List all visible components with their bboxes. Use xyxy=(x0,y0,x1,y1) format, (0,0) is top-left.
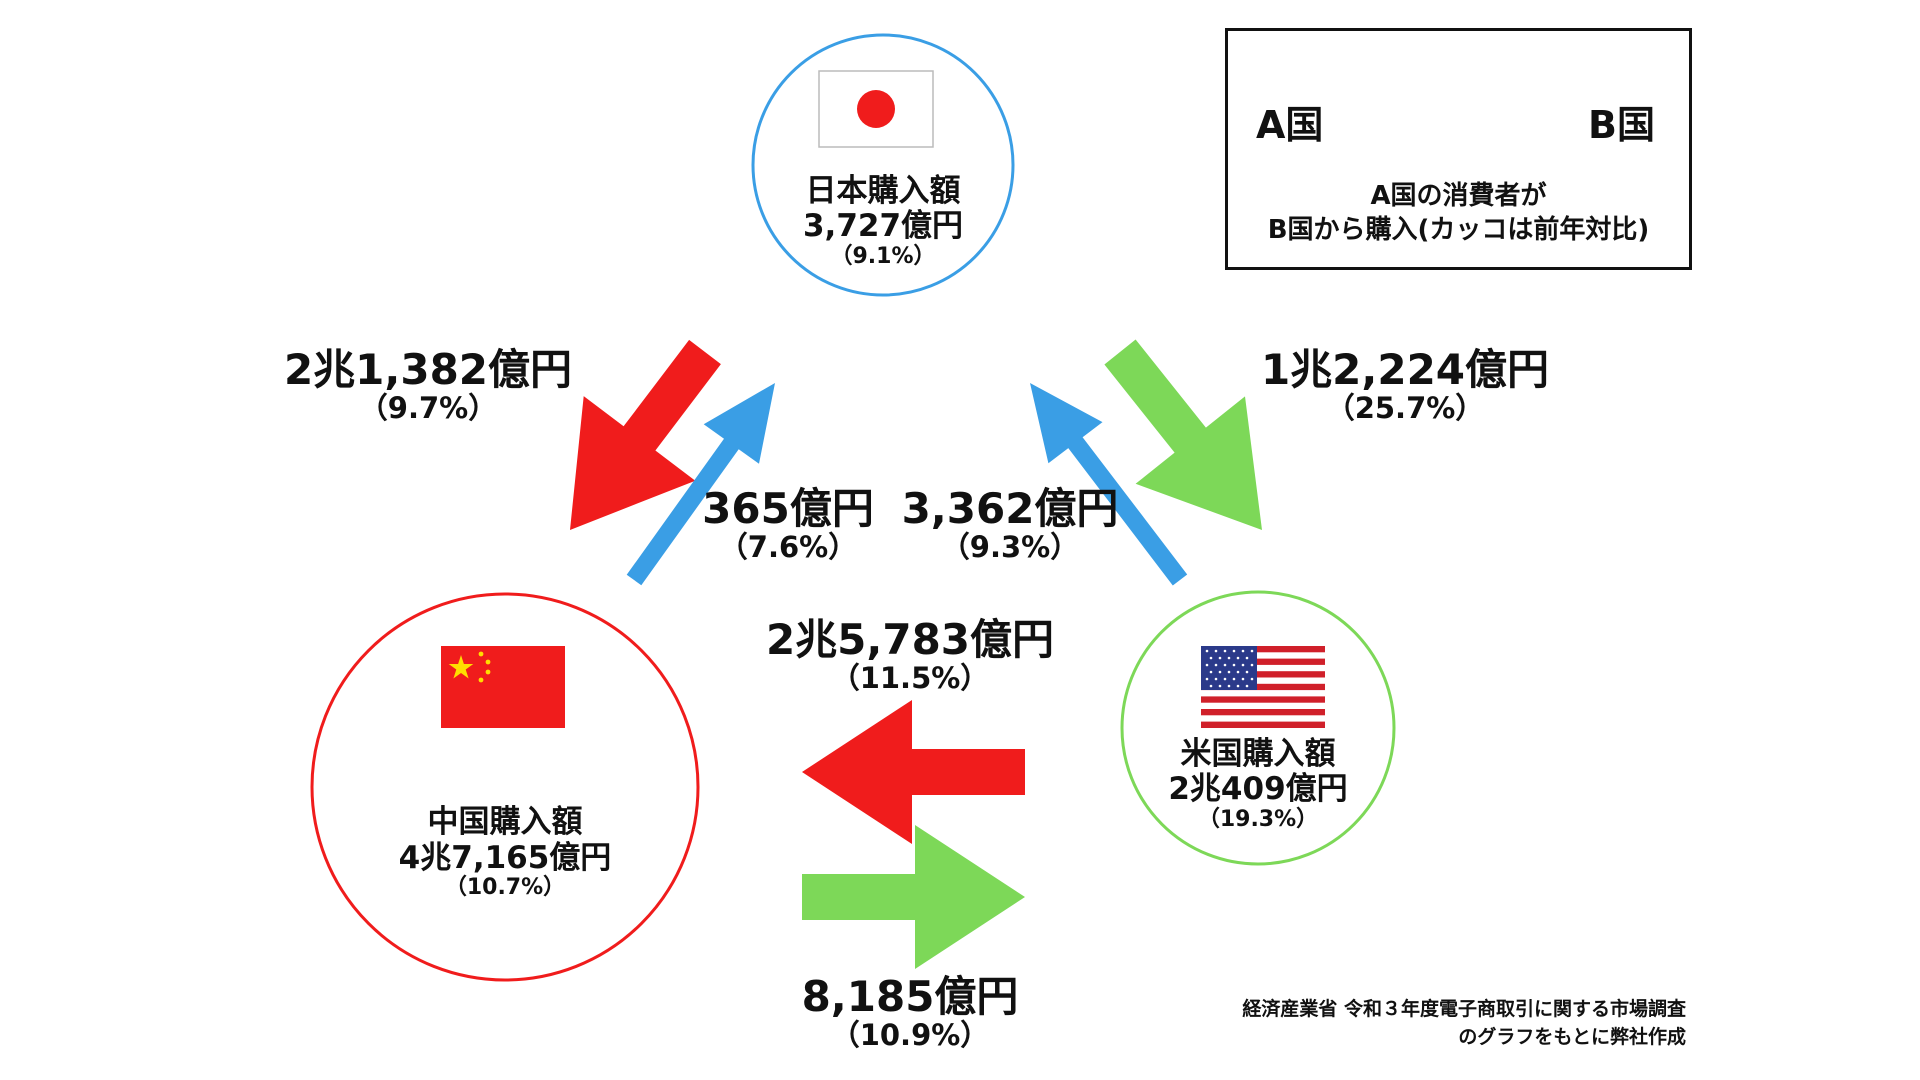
flow-japan-from-china-pct: （7.6%） xyxy=(718,530,858,564)
usa-flag xyxy=(1201,646,1325,728)
japan-label: 日本購入額 xyxy=(805,173,961,209)
flow-japan-from-usa-pct: （9.3%） xyxy=(940,530,1080,564)
source-line2: のグラフをもとに弊社作成 xyxy=(1458,1025,1686,1048)
flow-usa-from-china-amount: 8,185億円 xyxy=(801,972,1019,1021)
flow-japan-from-usa-amount: 3,362億円 xyxy=(901,484,1119,533)
arrow-usa-from-china xyxy=(802,825,1025,969)
usa-amount: 2兆409億円 xyxy=(1168,771,1348,807)
flow-arrows xyxy=(570,339,1262,969)
legend-caption-line1: A国の消費者が xyxy=(1370,181,1547,211)
flow-usa-from-china-pct: （10.9%） xyxy=(830,1018,990,1052)
flow-usa-from-japan-amount: 1兆2,224億円 xyxy=(1260,345,1550,394)
china-pct: （10.7%） xyxy=(444,875,566,900)
arrow-china-from-usa xyxy=(802,700,1025,844)
flow-china-from-usa-amount: 2兆5,783億円 xyxy=(765,615,1055,664)
usa-circle xyxy=(1120,590,1396,866)
china-amount: 4兆7,165億円 xyxy=(398,840,612,876)
arrow-china-from-japan xyxy=(570,339,721,530)
flow-china-from-usa-pct: （11.5%） xyxy=(830,661,990,695)
japan-flag xyxy=(818,70,934,148)
flow-japan-from-china-amount: 365億円 xyxy=(702,484,874,533)
source-note: 経済産業省 令和３年度電子商取引に関する市場調査 のグラフをもとに弊社作成 xyxy=(1242,996,1686,1051)
flow-china-from-japan-amount: 2兆1,382億円 xyxy=(283,345,573,394)
usa-pct: （19.3%） xyxy=(1197,807,1319,832)
china-flag xyxy=(441,646,565,728)
legend-box: A国 B国 A国の消費者が B国から購入(カッコは前年対比) xyxy=(1225,28,1692,270)
legend-caption-line2: B国から購入(カッコは前年対比) xyxy=(1267,215,1650,245)
japan-circle xyxy=(751,33,1015,297)
arrow-usa-from-japan xyxy=(1104,339,1262,530)
china-circle xyxy=(310,592,700,982)
flow-usa-from-japan-pct: （25.7%） xyxy=(1325,391,1485,425)
arrow-japan-from-usa xyxy=(1030,383,1188,586)
usa-label: 米国購入額 xyxy=(1180,736,1336,772)
flow-china-from-japan-pct: （9.7%） xyxy=(358,391,498,425)
japan-amount: 3,727億円 xyxy=(802,208,964,244)
source-line1: 経済産業省 令和３年度電子商取引に関する市場調査 xyxy=(1242,998,1686,1020)
china-label: 中国購入額 xyxy=(427,804,583,840)
legend-b-country: B国 xyxy=(1588,103,1655,147)
legend-a-country: A国 xyxy=(1256,103,1324,147)
japan-pct: （9.1%） xyxy=(830,244,936,269)
arrow-japan-from-china xyxy=(626,383,775,586)
